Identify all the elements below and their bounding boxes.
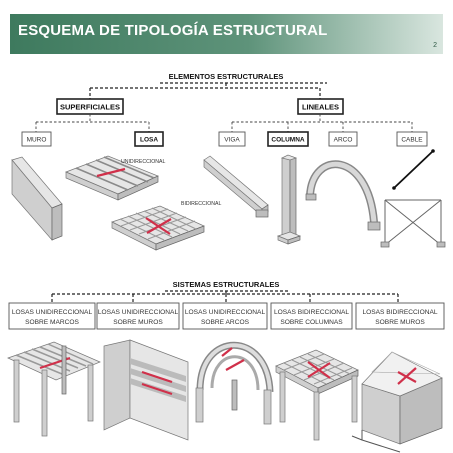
sistema-3-illustration (195, 341, 274, 425)
sistema-2-line2: SOBRE MUROS (113, 319, 163, 326)
viga-illustration (203, 155, 269, 218)
arco-illustration (305, 160, 381, 231)
arco-label: ARCO (334, 137, 353, 144)
muro-box (21, 131, 52, 147)
unidireccional-label: UNIDIRECCIONAL (121, 159, 166, 165)
sistema-3-line1: LOSAS UNIDIRECCIONAL (185, 309, 266, 316)
viga-label: VIGA (224, 137, 240, 144)
bidireccional-label: BIDIRECCIONAL (181, 201, 221, 207)
sistema-box-4: LOSAS BIDIRECCIONAL SOBRE COLUMNAS (270, 302, 353, 330)
sistemas-title: SISTEMAS ESTRUCTURALES (173, 280, 280, 289)
lineales-box (297, 98, 344, 115)
sistema-3-line2: SOBRE ARCOS (201, 319, 250, 326)
sistema-box-2: LOSAS UNIDIRECCIONAL SOBRE MUROS (96, 302, 180, 330)
sistema-1-line1: LOSAS UNIDIRECCIONAL (12, 309, 93, 316)
sistema-4-line2: SOBRE COLUMNAS (280, 319, 343, 326)
elementos-connector (89, 82, 327, 99)
sistema-1-line2: SOBRE MARCOS (25, 319, 79, 326)
bidireccional-arrow-b (146, 218, 172, 234)
sistema-box-1: LOSAS UNIDIRECCIONAL SOBRE MARCOS (8, 302, 96, 330)
losa-unidireccional-illustration (65, 155, 159, 201)
sistema-1-illustration (7, 341, 101, 437)
cable-box (396, 131, 428, 147)
sistema-5-line1: LOSAS BIDIRECCIONAL (362, 309, 437, 316)
elementos-title: ELEMENTOS ESTRUCTURALES (169, 72, 284, 81)
superficiales-label: SUPERFICIALES (60, 103, 120, 112)
page-number: 2 (433, 42, 437, 49)
sistema-2-line1: LOSAS UNIDIRECCIONAL (98, 309, 179, 316)
superficiales-connector (35, 114, 150, 132)
lineales-connector (231, 114, 413, 132)
sistema-5-illustration (351, 351, 443, 453)
columna-illustration (276, 154, 302, 245)
columna-label: COLUMNA (271, 137, 305, 144)
muro-label: MURO (27, 137, 47, 144)
losa-box (134, 131, 164, 147)
sistema-box-5: LOSAS BIDIRECCIONAL SOBRE MUROS (355, 302, 445, 330)
sistema-5-line2: SOBRE MUROS (375, 319, 425, 326)
header-bar: ESQUEMA DE TIPOLOGÍA ESTRUCTURAL 2 (10, 14, 443, 54)
unidireccional-arrow (96, 167, 126, 178)
sistema-4-line1: LOSAS BIDIRECCIONAL (274, 309, 349, 316)
columna-box (267, 131, 309, 147)
sistemas-connector (51, 290, 399, 303)
viga-box (218, 131, 246, 147)
sistema-4-illustration (275, 349, 359, 441)
sistema-2-illustration (103, 339, 189, 441)
cable-label: CABLE (401, 137, 423, 144)
cable-illustration (380, 149, 446, 248)
arco-box (328, 131, 358, 147)
losa-bidireccional-illustration (111, 205, 205, 251)
losa-label: LOSA (140, 137, 158, 144)
lineales-label: LINEALES (302, 103, 339, 112)
page-title: ESQUEMA DE TIPOLOGÍA ESTRUCTURAL (18, 22, 328, 39)
sistema-box-3: LOSAS UNIDIRECCIONAL SOBRE ARCOS (182, 302, 268, 330)
muro-illustration (11, 156, 63, 241)
